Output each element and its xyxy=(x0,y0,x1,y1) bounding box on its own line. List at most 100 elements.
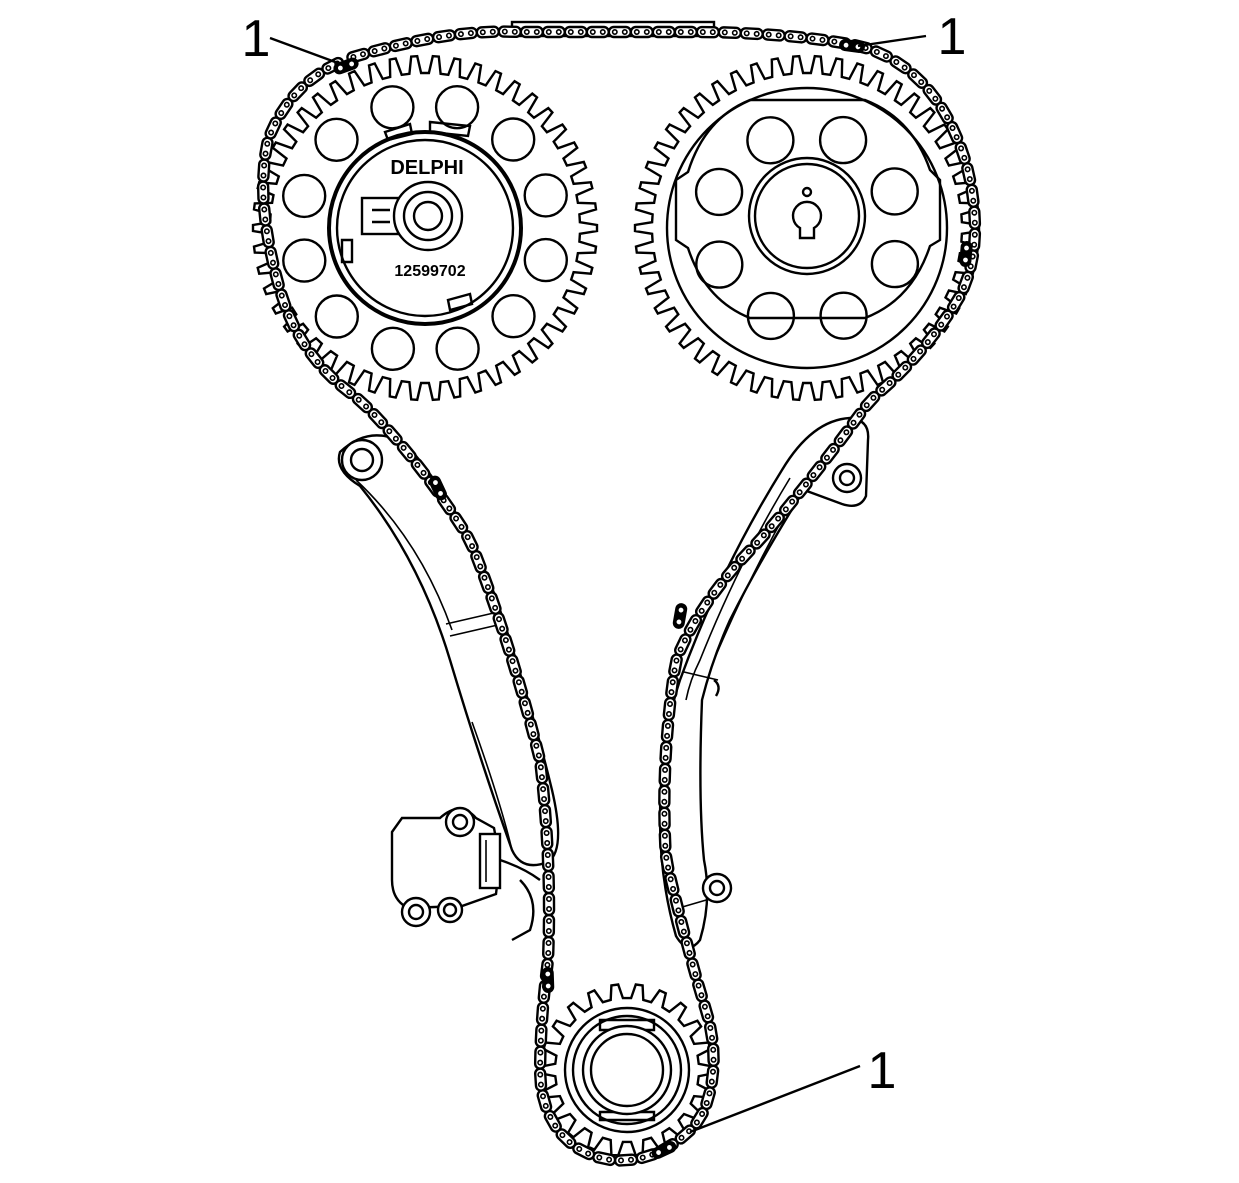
chain-link xyxy=(658,828,672,853)
timing-mark-link xyxy=(672,603,688,629)
lightening-hole xyxy=(746,291,796,341)
chain-link xyxy=(658,806,671,831)
chain-link xyxy=(264,245,280,270)
chain-link xyxy=(607,25,632,39)
chain-link xyxy=(256,180,270,205)
phaser-hub-ring xyxy=(327,130,523,326)
lightening-hole xyxy=(435,326,480,371)
chain-link xyxy=(534,760,549,785)
exhaust-hub-plate xyxy=(674,98,942,320)
chain-link xyxy=(690,1106,709,1130)
chain-link xyxy=(668,653,683,678)
chain-link xyxy=(410,32,435,48)
lightening-hole xyxy=(370,326,416,371)
chain-link xyxy=(536,1089,553,1114)
chain-link xyxy=(946,290,966,314)
chain-link xyxy=(536,781,551,807)
phaser-part-number-text: 12599702 xyxy=(394,263,465,280)
chain-link xyxy=(954,141,971,165)
chain-link xyxy=(665,675,680,700)
phaser-brand-text: DELPHI xyxy=(390,157,463,179)
chain-link xyxy=(968,205,982,230)
chain-link xyxy=(257,202,272,227)
chain-link xyxy=(662,696,677,722)
chain-link xyxy=(698,999,715,1024)
sprocket-lightening-holes xyxy=(694,115,920,341)
chain-link xyxy=(541,847,555,873)
lightening-hole xyxy=(818,115,868,165)
chain-link xyxy=(705,1064,720,1089)
timing-mark-link xyxy=(651,1141,677,1159)
timing-mark-link xyxy=(839,39,865,53)
chain-link xyxy=(367,42,392,58)
chain-link xyxy=(659,850,675,875)
chain-link xyxy=(519,25,544,39)
lightening-hole xyxy=(695,240,744,289)
lightening-hole xyxy=(434,84,480,130)
lightening-hole xyxy=(523,237,568,283)
chain-link xyxy=(542,935,555,961)
chain-link xyxy=(535,1001,550,1026)
chain-link xyxy=(660,718,675,744)
chain-link xyxy=(563,25,588,39)
lightening-hole xyxy=(746,116,795,165)
chain-link xyxy=(957,270,974,295)
timing-mark-link xyxy=(959,241,973,267)
chain-link xyxy=(542,913,556,939)
chain-link xyxy=(534,1023,548,1048)
intake-camshaft-sprocket: DELPHI 12599702 xyxy=(251,54,599,402)
timing-mark-link xyxy=(541,967,555,993)
callout-number: 1 xyxy=(938,8,967,66)
chain-link xyxy=(533,1045,547,1070)
lightening-hole xyxy=(819,291,868,340)
phaser-center-bolt xyxy=(360,180,464,252)
exhaust-camshaft-sprocket xyxy=(633,54,981,402)
lightening-hole xyxy=(523,173,568,218)
chain-link xyxy=(805,32,830,47)
lightening-hole xyxy=(694,167,744,217)
lightening-hole xyxy=(870,167,919,216)
chain-link xyxy=(431,29,457,44)
chain-link xyxy=(739,27,764,41)
lightening-hole xyxy=(314,117,359,163)
lightening-hole xyxy=(491,117,536,162)
chain-link xyxy=(492,612,509,636)
crankshaft-sprocket xyxy=(539,983,715,1157)
callout-number: 1 xyxy=(868,1042,897,1100)
chain-link xyxy=(555,1128,577,1149)
lightening-hole xyxy=(314,294,359,339)
chain-link xyxy=(629,25,654,39)
chain-link xyxy=(692,978,708,1003)
chain-link xyxy=(542,891,556,917)
lightening-hole xyxy=(870,239,920,289)
chain-link xyxy=(965,183,980,208)
chain-link xyxy=(613,1153,639,1167)
chain-link xyxy=(659,740,673,766)
chain-link xyxy=(761,28,786,42)
chain-link xyxy=(259,136,274,161)
chain-link xyxy=(783,30,808,44)
chain-link xyxy=(686,957,702,982)
chain-link xyxy=(534,1067,548,1092)
callout-leaders xyxy=(269,34,927,1134)
chain-link xyxy=(388,37,413,53)
chain-link xyxy=(707,1042,720,1067)
chain-link xyxy=(257,158,271,183)
chain-link xyxy=(695,25,720,39)
chain-link xyxy=(585,25,610,39)
chain-link xyxy=(538,803,553,829)
lightening-hole xyxy=(491,294,536,339)
chain-link xyxy=(542,869,556,895)
chain-link xyxy=(540,825,554,851)
lightening-hole xyxy=(282,173,327,219)
chain-link xyxy=(658,762,672,788)
sprocket-lightening-holes xyxy=(282,84,568,371)
chain-link xyxy=(651,25,676,39)
lightening-hole xyxy=(370,85,415,130)
chain-link xyxy=(497,25,522,39)
hydraulic-chain-tensioner xyxy=(390,806,541,928)
chain-link xyxy=(287,81,309,103)
chain-link xyxy=(499,632,516,657)
timing-chain xyxy=(256,25,982,1167)
